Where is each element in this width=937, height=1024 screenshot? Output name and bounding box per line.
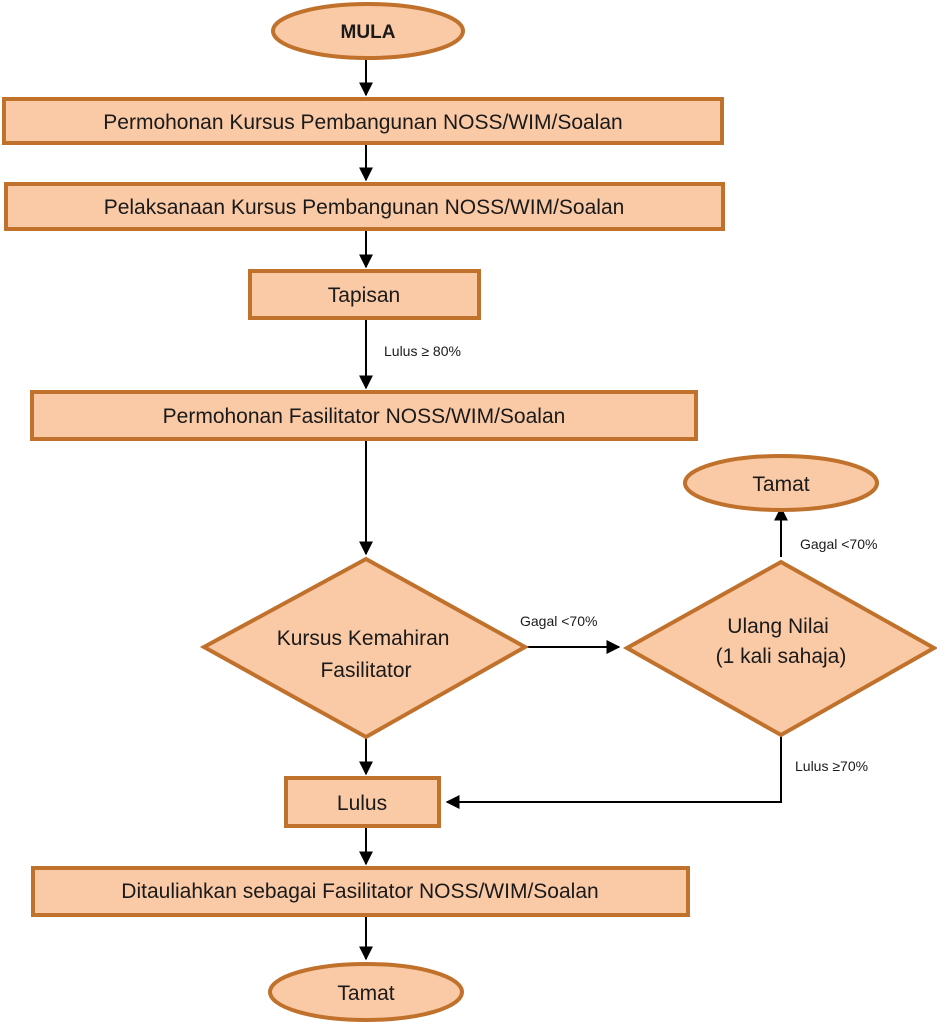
apply-facilitator-node: Permohonan Fasilitator NOSS/WIM/Soalan — [30, 390, 698, 441]
apply-facilitator-label: Permohonan Fasilitator NOSS/WIM/Soalan — [163, 405, 566, 428]
reassess-node: Ulang Nilai (1 kali sahaja) — [622, 559, 937, 738]
skill-course-node: Kursus Kemahiran Fasilitator — [199, 556, 530, 740]
appointed-label: Ditauliahkan sebagai Fasilitator NOSS/WI… — [121, 880, 598, 903]
end-top-label: Tamat — [752, 473, 809, 496]
appointed-node: Ditauliahkan sebagai Fasilitator NOSS/WI… — [31, 866, 690, 917]
reassess-line-1: Ulang Nilai — [727, 615, 829, 638]
run-course-node: Pelaksanaan Kursus Pembangunan NOSS/WIM/… — [4, 182, 725, 231]
connectors — [359, 57, 788, 961]
start-node: MULA — [271, 2, 465, 60]
end-top-node: Tamat — [683, 454, 879, 512]
end-bottom-node: Tamat — [268, 962, 464, 1022]
run-course-label: Pelaksanaan Kursus Pembangunan NOSS/WIM/… — [104, 196, 625, 219]
skill-course-label: Kursus Kemahiran Fasilitator — [277, 627, 456, 682]
apply-course-label: Permohonan Kursus Pembangunan NOSS/WIM/S… — [103, 111, 622, 134]
reassess-label: Ulang Nilai (1 kali sahaja) — [716, 615, 847, 668]
edge-label-reassess-pass: Lulus ≥70% — [795, 758, 868, 774]
reassess-line-2: (1 kali sahaja) — [716, 645, 847, 668]
end-bottom-label: Tamat — [337, 982, 394, 1005]
pass-node: Lulus — [284, 776, 441, 828]
start-label: MULA — [341, 22, 396, 43]
edge-label-course-fail: Gagal <70% — [520, 613, 597, 629]
edge-label-screening-pass: Lulus ≥ 80% — [384, 343, 461, 359]
skill-course-line-1: Kursus Kemahiran — [277, 627, 450, 650]
screening-node: Tapisan — [248, 269, 481, 320]
apply-course-node: Permohonan Kursus Pembangunan NOSS/WIM/S… — [2, 97, 724, 145]
pass-label: Lulus — [337, 792, 387, 815]
edge-reassess-to-pass — [445, 735, 782, 809]
edge-label-reassess-fail: Gagal <70% — [800, 536, 877, 552]
skill-course-line-2: Fasilitator — [320, 659, 411, 682]
screening-label: Tapisan — [328, 284, 400, 307]
